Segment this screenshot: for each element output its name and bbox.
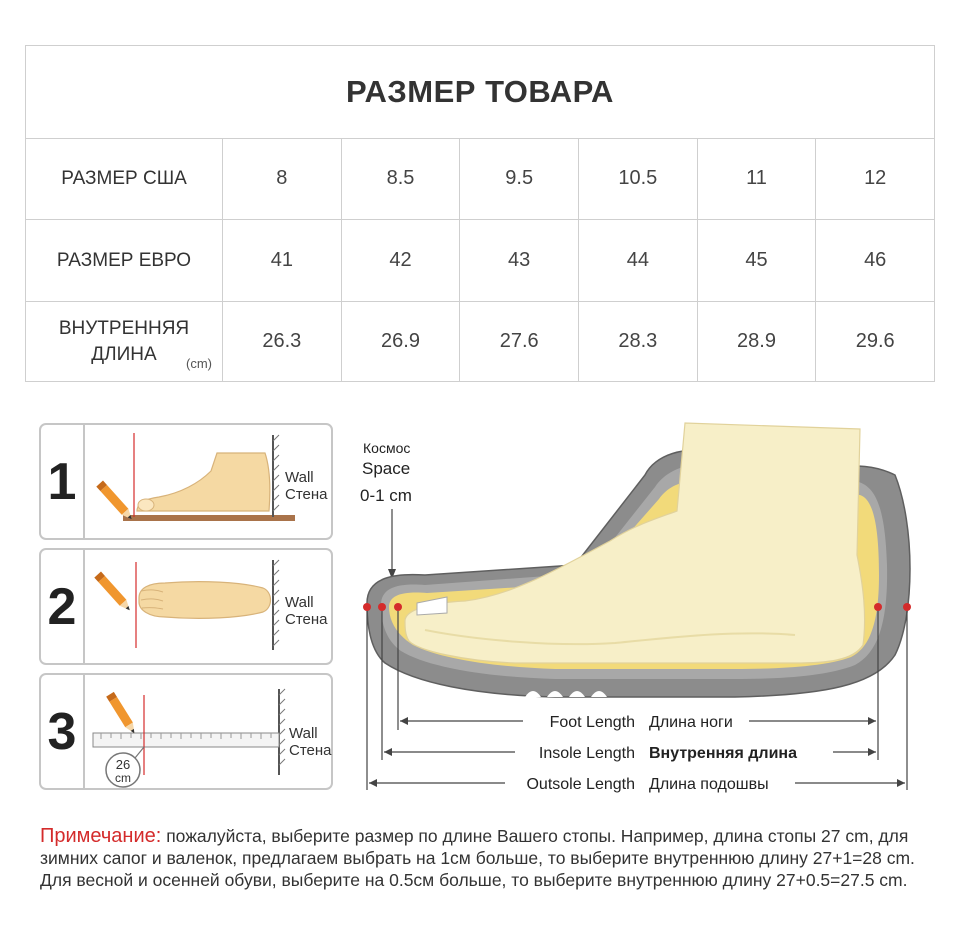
space-label-ru: Космос — [363, 440, 410, 456]
note-heading: Примечание: — [40, 825, 162, 847]
step-number: 1 — [41, 425, 85, 538]
step-3-panel: 3 — [39, 673, 333, 790]
table-cell: 8.5 — [342, 138, 461, 219]
insole-length-ru: Внутренняя длина — [649, 745, 797, 762]
row-label-us: РАЗМЕР США — [26, 138, 223, 219]
ruler-illustration: 26 cm — [92, 688, 286, 788]
table-cell: 28.3 — [579, 302, 698, 381]
wall-label-ru: Стена — [289, 742, 332, 759]
wall-label: Wall Стена — [289, 725, 332, 759]
space-label-range: 0-1 cm — [360, 486, 412, 505]
wall-label-ru: Стена — [285, 611, 328, 628]
row-label-line1: ВНУТРЕННЯЯ — [58, 317, 190, 339]
table-cell: 27.6 — [460, 302, 580, 381]
table-cell: 10.5 — [579, 138, 698, 219]
heel-outer-marker — [903, 603, 911, 611]
wall-label-en: Wall — [289, 725, 318, 742]
table-cell: 28.9 — [698, 302, 817, 381]
foot-front-marker — [394, 603, 402, 611]
size-note: Примечание: пожалуйста, выберите размер … — [40, 825, 935, 891]
row-label-eu: РАЗМЕР ЕВРО — [26, 220, 223, 301]
unit-label: (cm) — [186, 356, 212, 371]
step-number: 2 — [41, 550, 85, 663]
ruler-unit: cm — [115, 771, 131, 785]
table-title: РАЗМЕР ТОВАРА — [26, 46, 934, 139]
table-cell: 46 — [864, 249, 887, 271]
step-number: 3 — [41, 675, 85, 788]
outsole-length-ru: Длина подошвы — [649, 776, 769, 793]
wall-label: Wall Стена — [285, 469, 328, 503]
space-label-en: Space — [362, 459, 410, 478]
step-2-panel: 2 — [39, 548, 333, 665]
ruler-value: 26 — [116, 757, 130, 772]
row-label-line2: ДЛИНА — [91, 343, 157, 365]
size-table: РАЗМЕР ТОВАРА РАЗМЕР США 8 8.5 9.5 10.5 … — [25, 45, 935, 382]
table-row-us-size: РАЗМЕР США 8 8.5 9.5 10.5 11 12 — [26, 138, 934, 220]
row-label-inner-length: ВНУТРЕННЯЯ ДЛИНА (cm) — [26, 302, 223, 381]
wall-label-ru: Стена — [285, 486, 328, 503]
foot-top-illustration — [94, 559, 280, 650]
heel-inner-marker — [874, 603, 882, 611]
foot-side-illustration — [96, 433, 295, 521]
table-cell: 43 — [460, 220, 580, 301]
insole-length-en: Insole Length — [539, 745, 635, 762]
table-cell: 26.9 — [342, 302, 461, 381]
step-1-panel: 1 Wall — [39, 423, 333, 540]
insole-front-marker — [378, 603, 386, 611]
wall-label-en: Wall — [285, 594, 314, 611]
table-row-inner-length: ВНУТРЕННЯЯ ДЛИНА (cm) 26.3 26.9 27.6 28.… — [26, 302, 934, 381]
outsole-front-marker — [363, 603, 371, 611]
table-row-eu-size: РАЗМЕР ЕВРО 41 42 43 44 45 46 — [26, 220, 934, 302]
table-cell: 9.5 — [460, 138, 580, 219]
foot-length-ru: Длина ноги — [649, 714, 733, 731]
table-cell: 26.3 — [223, 302, 342, 381]
table-cell: 8 — [223, 138, 342, 219]
table-cell: 42 — [342, 220, 461, 301]
table-cell: 11 — [698, 138, 817, 219]
table-cell: 12 — [864, 167, 887, 189]
table-cell: 44 — [579, 220, 698, 301]
foot-length-en: Foot Length — [550, 714, 635, 731]
note-text: пожалуйста, выберите размер по длине Ваш… — [40, 826, 915, 890]
table-cell: 41 — [223, 220, 342, 301]
shoe-length-diagram: Космос Space 0-1 cm Foot Length Длина но… — [360, 422, 911, 793]
table-cell: 29.6 — [855, 330, 895, 352]
outsole-length-en: Outsole Length — [526, 776, 635, 793]
table-cell: 45 — [698, 220, 817, 301]
wall-label-en: Wall — [285, 469, 314, 486]
wall-label: Wall Стена — [285, 594, 328, 628]
